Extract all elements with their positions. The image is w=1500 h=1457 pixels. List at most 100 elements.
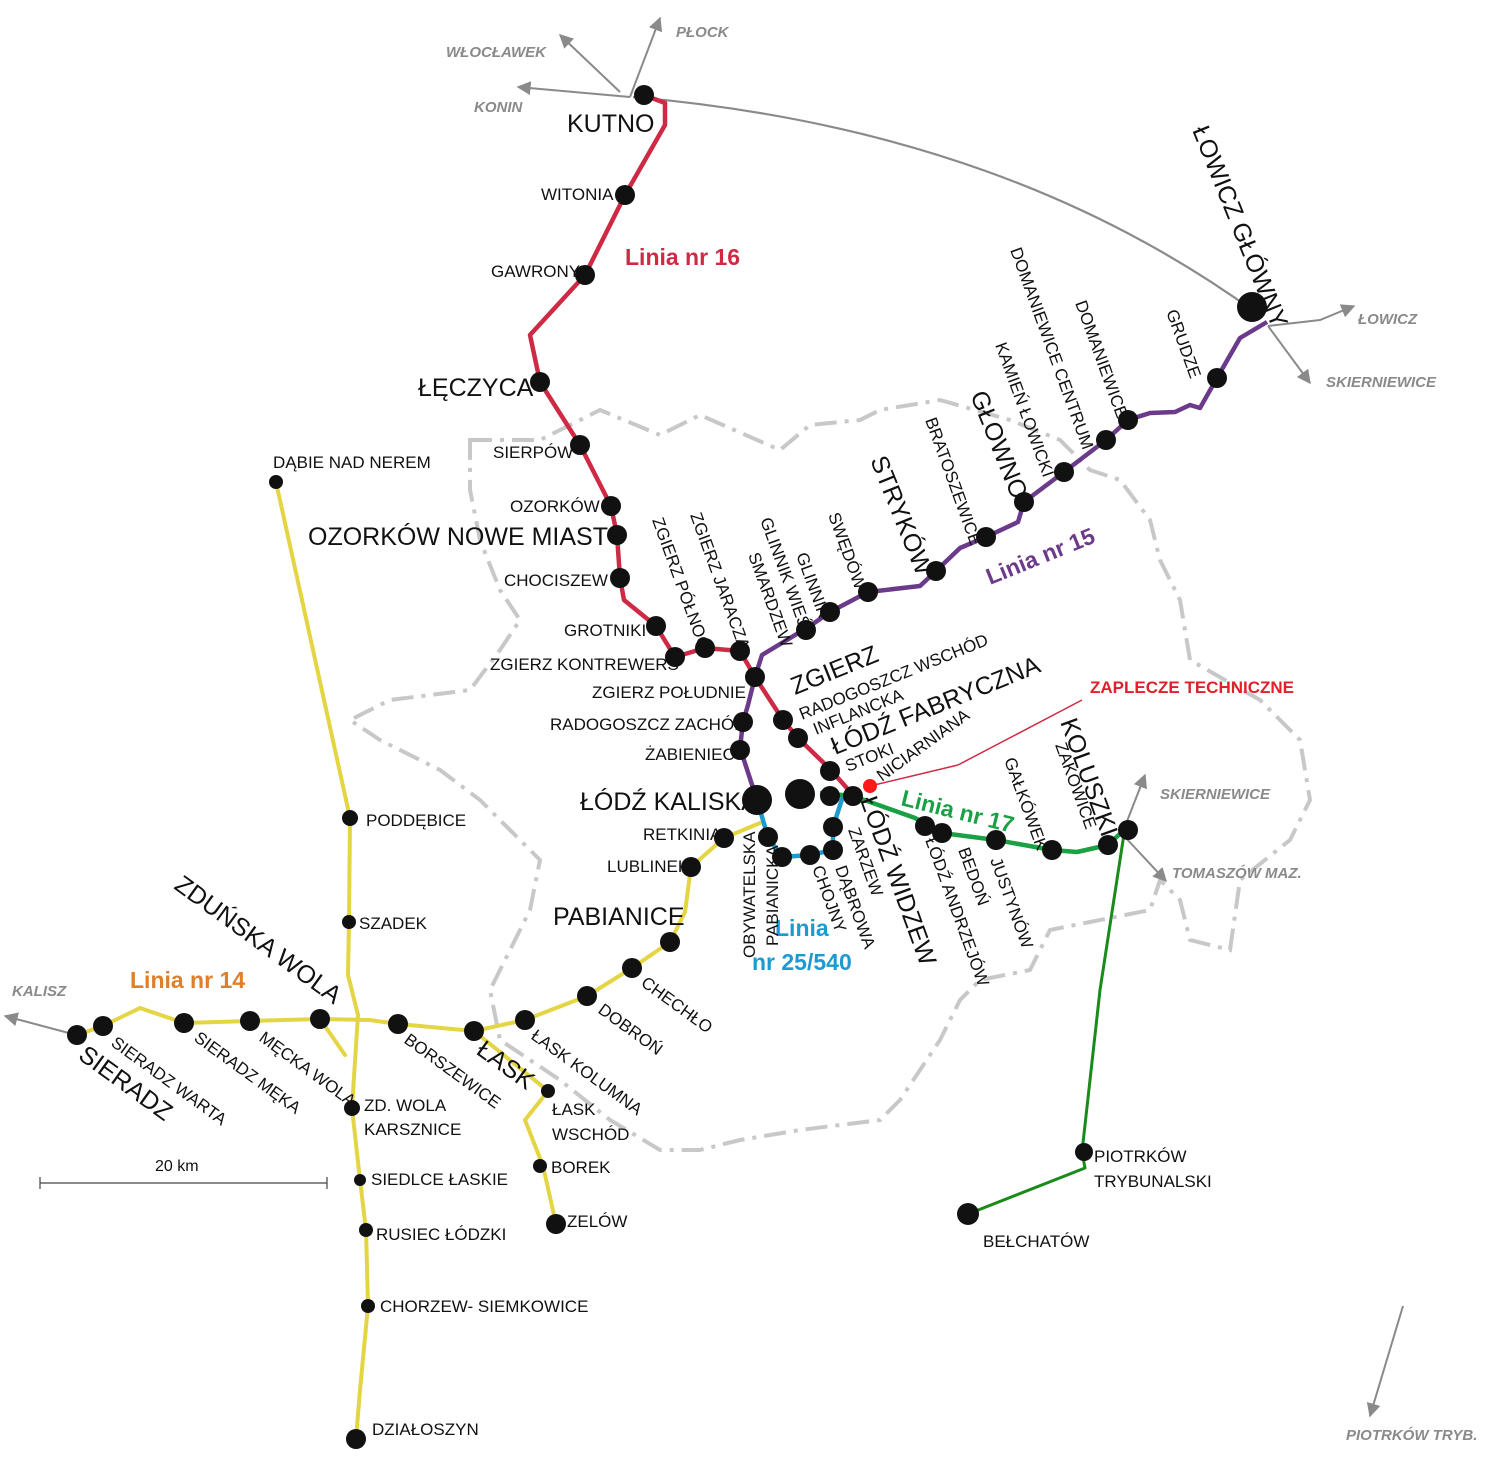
station-dot[interactable]	[820, 602, 840, 622]
station-dot[interactable]	[773, 710, 793, 730]
station-dot[interactable]	[758, 827, 778, 847]
station-dot[interactable]	[986, 830, 1006, 850]
station-dot[interactable]	[714, 828, 734, 848]
station-dot[interactable]	[785, 779, 815, 809]
arrow-piotrkow-tryb	[1366, 1305, 1404, 1418]
dir-kalisz: KALISZ	[12, 983, 67, 1000]
station-dot[interactable]	[240, 1011, 260, 1031]
stations	[67, 85, 1267, 1449]
station-dot[interactable]	[575, 265, 595, 285]
arrow-lowicz	[1267, 304, 1356, 327]
station-dot[interactable]	[577, 986, 597, 1006]
dir-skierniewice-e: SKIERNIEWICE	[1160, 786, 1271, 803]
station-dot[interactable]	[346, 1429, 366, 1449]
label-chorzew: CHORZEW- SIEMKOWICE	[380, 1297, 588, 1316]
station-dot[interactable]	[354, 1174, 366, 1186]
label-lodz-kaliska: ŁÓDŹ KALISKA	[580, 787, 758, 816]
station-dot[interactable]	[1042, 840, 1062, 860]
label-ozorkow-nm: OZORKÓW NOWE MIASTO	[308, 522, 627, 551]
arrow-skierniewice-ne	[1267, 325, 1311, 385]
station-dot[interactable]	[464, 1021, 484, 1041]
depot-marker[interactable]	[863, 779, 877, 793]
station-dot[interactable]	[730, 740, 750, 760]
station-dot[interactable]	[530, 372, 550, 392]
station-dot[interactable]	[342, 915, 356, 929]
station-dot[interactable]	[1118, 410, 1138, 430]
station-dot[interactable]	[634, 85, 654, 105]
arrow-wloclawek	[558, 34, 621, 93]
station-dot[interactable]	[742, 785, 772, 815]
station-dot[interactable]	[1098, 835, 1118, 855]
station-dot[interactable]	[359, 1223, 373, 1237]
label-chechlo: CHECHŁO	[638, 973, 716, 1037]
station-dot[interactable]	[858, 582, 878, 602]
station-dot[interactable]	[730, 641, 750, 661]
station-dot[interactable]	[820, 761, 840, 781]
station-dot[interactable]	[796, 620, 816, 640]
label-zd-wola-1: ZD. WOLA	[364, 1096, 447, 1115]
label-justynow: JUSTYNÓW	[986, 855, 1036, 951]
station-dot[interactable]	[533, 1159, 547, 1173]
station-dot[interactable]	[800, 845, 820, 865]
station-dot[interactable]	[646, 616, 666, 636]
label-borek: BOREK	[551, 1158, 611, 1177]
line-16-label: Linia nr 16	[625, 244, 740, 270]
label-piotrkow-2: TRYBUNALSKI	[1094, 1172, 1212, 1191]
label-zgierz-poludnie: ZGIERZ POŁUDNIE	[592, 683, 746, 702]
station-dot[interactable]	[733, 712, 753, 732]
station-dot[interactable]	[957, 1203, 979, 1225]
station-dot[interactable]	[1207, 368, 1227, 388]
line-25-label-1: Linia	[775, 915, 829, 941]
label-grudze: GRUDZE	[1162, 307, 1204, 381]
station-dot[interactable]	[310, 1009, 330, 1029]
station-dot[interactable]	[1237, 292, 1267, 322]
label-siedlce: SIEDLCE ŁASKIE	[371, 1170, 508, 1189]
station-dot[interactable]	[788, 728, 808, 748]
station-dot[interactable]	[932, 823, 952, 843]
station-dot[interactable]	[515, 1010, 535, 1030]
dir-tomaszow: TOMASZÓW MAZ.	[1172, 864, 1302, 882]
station-dot[interactable]	[976, 527, 996, 547]
station-dot[interactable]	[820, 786, 840, 806]
station-dot[interactable]	[745, 667, 765, 687]
station-dot[interactable]	[823, 817, 843, 837]
station-dot[interactable]	[361, 1299, 375, 1313]
station-dot[interactable]	[342, 810, 358, 826]
label-zgierz-kontrewers: ZGIERZ KONTREWERS	[490, 655, 679, 674]
station-dot[interactable]	[1096, 430, 1116, 450]
station-dot[interactable]	[388, 1014, 408, 1034]
station-dot[interactable]	[660, 932, 680, 952]
station-dot[interactable]	[772, 847, 792, 867]
station-dot[interactable]	[93, 1016, 113, 1036]
station-dot[interactable]	[823, 840, 843, 860]
station-dot[interactable]	[1075, 1143, 1093, 1161]
station-dot[interactable]	[607, 525, 627, 545]
station-dot[interactable]	[541, 1084, 555, 1098]
station-dot[interactable]	[546, 1214, 566, 1234]
station-dot[interactable]	[681, 857, 701, 877]
station-dot[interactable]	[615, 185, 635, 205]
label-zd-wola-2: KARSZNICE	[364, 1120, 461, 1139]
station-dot[interactable]	[570, 435, 590, 455]
station-dot[interactable]	[1118, 820, 1138, 840]
arrow-tomaszow	[1123, 835, 1167, 883]
station-dot[interactable]	[610, 568, 630, 588]
station-dot[interactable]	[67, 1025, 87, 1045]
station-dot[interactable]	[622, 958, 642, 978]
station-dot[interactable]	[1014, 492, 1034, 512]
station-dot[interactable]	[269, 475, 283, 489]
station-dot[interactable]	[665, 647, 685, 667]
label-zabieniec: ŻABIENIEC	[645, 745, 735, 764]
station-dot[interactable]	[344, 1100, 360, 1116]
label-retkinia: RETKINIA	[643, 825, 722, 844]
label-ozorkow: OZORKÓW	[510, 497, 600, 516]
station-dot[interactable]	[1054, 462, 1074, 482]
station-dot[interactable]	[843, 786, 863, 806]
dir-konin: KONIN	[474, 99, 524, 116]
dir-piotrkow-tryb: PIOTRKÓW TRYB.	[1346, 1426, 1477, 1444]
station-dot[interactable]	[915, 816, 935, 836]
station-dot[interactable]	[695, 638, 715, 658]
station-dot[interactable]	[601, 496, 621, 516]
station-dot[interactable]	[174, 1013, 194, 1033]
station-dot[interactable]	[926, 561, 946, 581]
